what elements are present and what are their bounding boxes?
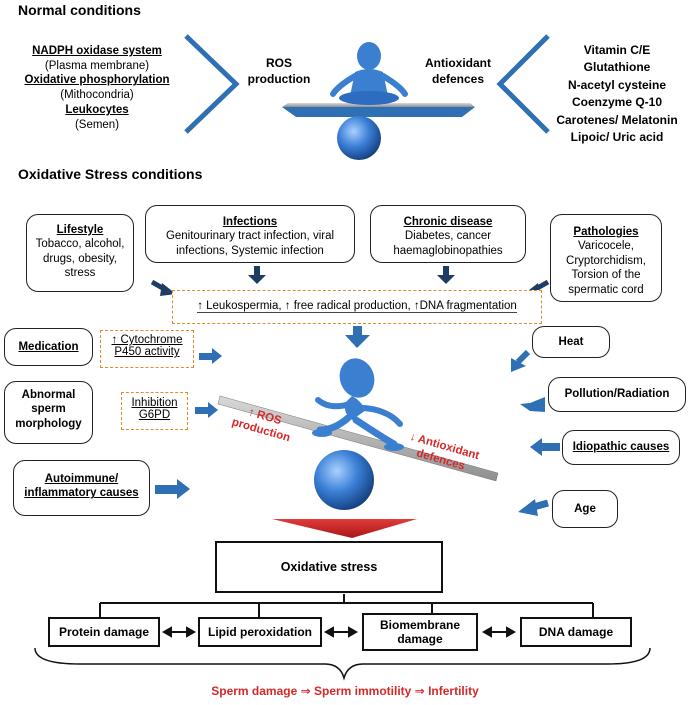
protein-damage-box: Protein damage bbox=[48, 617, 160, 647]
inhibition-right-arrow bbox=[195, 402, 218, 418]
chronic-disease-box: Chronic disease Diabetes, cancer haemagl… bbox=[370, 205, 526, 263]
cytochrome-label: ↑ Cytochrome P450 activity bbox=[111, 334, 183, 358]
inhibition-label: Inhibition G6PD bbox=[131, 397, 178, 421]
ros-source-label: Leukocytes bbox=[65, 103, 129, 116]
pollution-box: Pollution/Radiation bbox=[548, 377, 686, 412]
age-box: Age bbox=[552, 490, 618, 528]
center-down-arrow bbox=[345, 326, 370, 348]
antioxidant-item: Lipoic/ Uric acid bbox=[570, 129, 664, 144]
antioxidant-item: Vitamin C/E bbox=[583, 43, 651, 57]
tilted-seesaw-icon bbox=[217, 395, 499, 510]
normal-conditions-title: Normal conditions bbox=[18, 2, 141, 18]
final-outcome-text: Sperm damage ⇒ Sperm immotility ⇒ Infert… bbox=[211, 684, 479, 698]
lifestyle-text: Tobacco, alcohol, drugs, obesity, stress bbox=[35, 238, 125, 280]
biomembrane-damage-box: Biomembrane damage bbox=[362, 613, 478, 651]
pathologies-box: Pathologies Varicocele, Cryptorchidism, … bbox=[550, 214, 662, 302]
antioxidant-item: Carotenes/ Melatonin bbox=[556, 112, 678, 127]
idiopathic-left-arrow bbox=[530, 438, 560, 456]
cytochrome-box: ↑ Cytochrome P450 activity bbox=[100, 330, 194, 368]
inhibition-box: Inhibition G6PD bbox=[121, 392, 188, 430]
idiopathic-box: Idiopathic causes bbox=[562, 430, 680, 465]
dna-damage-box: DNA damage bbox=[520, 617, 632, 647]
heat-box: Heat bbox=[532, 326, 610, 358]
lifestyle-title: Lifestyle bbox=[56, 224, 104, 236]
double-arrow-1 bbox=[161, 626, 197, 638]
pollution-label: Pollution/Radiation bbox=[564, 388, 670, 400]
ros-sources-list: NADPH oxidase system (Plasma membrane) O… bbox=[12, 44, 182, 132]
left-chevron-shape bbox=[184, 34, 240, 134]
infections-title: Infections bbox=[222, 216, 278, 228]
age-label: Age bbox=[574, 503, 596, 515]
damage-label: Biomembrane damage bbox=[379, 617, 461, 646]
abnormal-morphology-box: Abnormal sperm morphology bbox=[4, 381, 93, 444]
pathologies-text: Varicocele, Cryptorchidism, Torsion of t… bbox=[566, 240, 646, 296]
chronic-down-arrow bbox=[437, 266, 455, 284]
heat-diag-arrow bbox=[511, 349, 531, 372]
chronic-text: Diabetes, cancer haemaglobinopathies bbox=[393, 230, 503, 257]
autoimmune-label: Autoimmune/ inflammatory causes bbox=[24, 473, 139, 500]
pollution-left-arrow bbox=[520, 397, 545, 412]
autoimmune-right-arrow bbox=[155, 479, 190, 499]
medication-right-arrow bbox=[199, 348, 222, 364]
age-diag-arrow bbox=[518, 499, 549, 516]
lifestyle-box: Lifestyle Tobacco, alcohol, drugs, obesi… bbox=[26, 214, 134, 292]
antioxidant-item: Coenzyme Q-10 bbox=[571, 95, 663, 110]
antioxidant-item: Glutathione bbox=[583, 60, 651, 75]
damage-label: Protein damage bbox=[58, 624, 150, 639]
medication-box: Medication bbox=[4, 328, 93, 366]
ros-source-sub: (Mithocondria) bbox=[60, 89, 134, 102]
balancing-figure-icon bbox=[312, 358, 404, 451]
pathologies-title: Pathologies bbox=[573, 226, 639, 238]
bottom-brace-shape bbox=[34, 647, 651, 681]
antioxidant-list: Vitamin C/E Glutathione N-acetyl cystein… bbox=[548, 42, 686, 146]
effects-text: ↑ Leukospermia, ↑ free radical productio… bbox=[197, 300, 517, 313]
stress-conditions-title: Oxidative Stress conditions bbox=[18, 166, 203, 182]
autoimmune-box: Autoimmune/ inflammatory causes bbox=[13, 460, 150, 516]
red-down-arrow-shape bbox=[272, 519, 417, 538]
heat-label: Heat bbox=[558, 336, 584, 348]
ros-source-label: Oxidative phosphorylation bbox=[24, 74, 170, 87]
infections-box: Infections Genitourinary tract infection… bbox=[145, 205, 355, 263]
oxidative-stress-label: Oxidative stress bbox=[280, 559, 378, 574]
double-arrow-3 bbox=[481, 626, 517, 638]
infections-text: Genitourinary tract infection, viral inf… bbox=[165, 230, 335, 257]
damage-label: Lipid peroxidation bbox=[208, 624, 312, 639]
balance-figure-icon bbox=[282, 42, 475, 160]
idiopathic-label: Idiopathic causes bbox=[572, 441, 670, 453]
damage-label: DNA damage bbox=[538, 624, 614, 639]
damage-connector-lines bbox=[99, 594, 594, 617]
chronic-title: Chronic disease bbox=[403, 216, 493, 228]
infections-down-arrow bbox=[248, 266, 266, 284]
antioxidant-defences-label: Antioxidant defences bbox=[425, 56, 491, 86]
medication-label: Medication bbox=[18, 341, 79, 353]
ros-production-label: ROS production bbox=[247, 56, 311, 86]
antioxidant-item: N-acetyl cysteine bbox=[567, 77, 667, 92]
lipid-peroxidation-box: Lipid peroxidation bbox=[198, 617, 322, 647]
ros-source-sub: (Plasma membrane) bbox=[44, 59, 150, 72]
effects-box: ↑ Leukospermia, ↑ free radical productio… bbox=[172, 290, 542, 324]
ros-source-sub: (Semen) bbox=[74, 118, 120, 131]
ros-source-label: NADPH oxidase system bbox=[32, 45, 162, 57]
right-chevron-shape bbox=[496, 34, 550, 134]
double-arrow-2 bbox=[323, 626, 359, 638]
oxidative-stress-box: Oxidative stress bbox=[215, 541, 443, 593]
abnormal-label: Abnormal sperm morphology bbox=[15, 389, 82, 430]
